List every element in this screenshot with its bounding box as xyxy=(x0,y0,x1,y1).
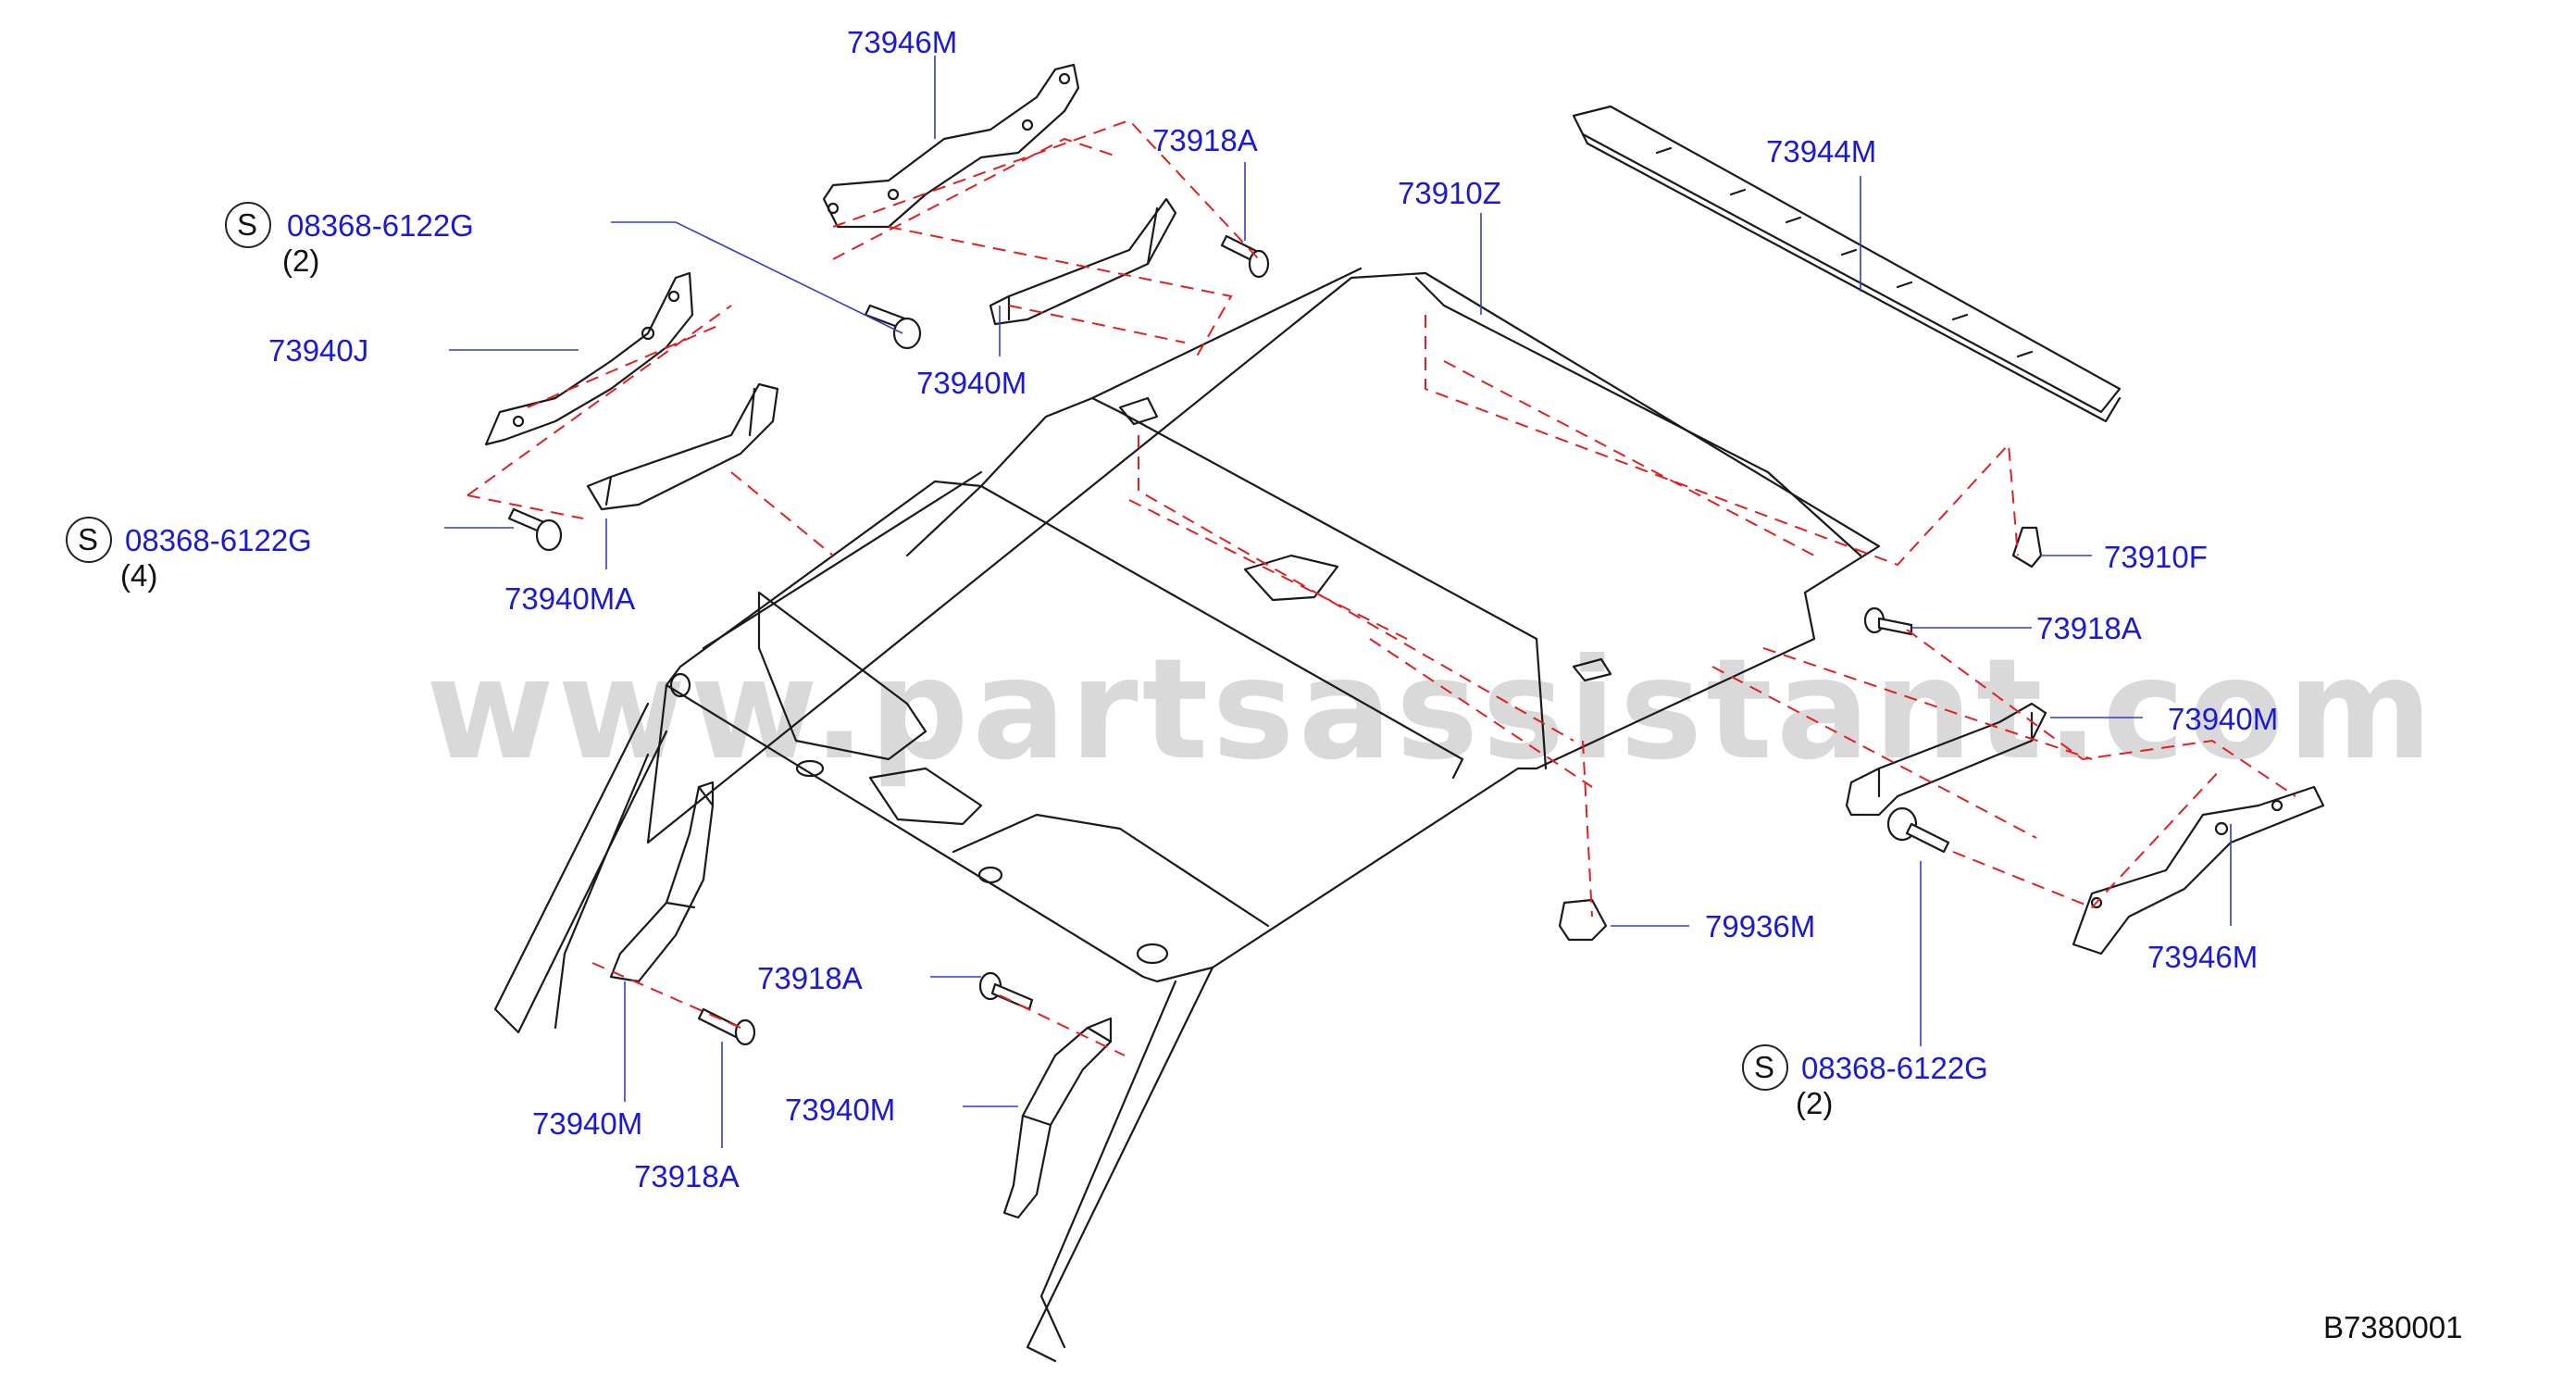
label-73946M-top[interactable]: 73946M xyxy=(847,25,957,59)
label-08368-right[interactable]: 08368-6122G xyxy=(1801,1051,1988,1085)
part-labels: 73946M 73918A 08368-6122G (2) 73940J 739… xyxy=(120,25,2278,1193)
headliner-panel[interactable] xyxy=(646,267,1881,983)
leader-lines xyxy=(444,56,2232,1148)
screw-73918A-bottom-left[interactable] xyxy=(697,1007,756,1046)
bracket-73946M-right[interactable] xyxy=(2072,785,2325,956)
standard-part-mark-top: S xyxy=(225,202,271,248)
label-73944M[interactable]: 73944M xyxy=(1766,134,1876,169)
label-73918A-bottom-left[interactable]: 73918A xyxy=(634,1159,740,1193)
label-08368-top-qty: (2) xyxy=(282,244,319,278)
label-08368-left[interactable]: 08368-6122G xyxy=(125,523,312,557)
label-73918A-bottom[interactable]: 73918A xyxy=(757,961,863,995)
svg-text:S: S xyxy=(237,207,257,242)
label-73918A-top[interactable]: 73918A xyxy=(1152,123,1258,157)
label-08368-top[interactable]: 08368-6122G xyxy=(287,208,474,243)
label-73940M-right[interactable]: 73940M xyxy=(2168,702,2278,736)
assist-grip-73940M-right[interactable] xyxy=(1845,702,2047,817)
bolt-08368-left[interactable] xyxy=(507,507,563,552)
standard-part-mark-left: S xyxy=(66,517,112,563)
label-73918A-right[interactable]: 73918A xyxy=(2036,611,2142,645)
screw-73918A-right[interactable] xyxy=(1863,606,1913,636)
label-08368-left-qty: (4) xyxy=(120,558,157,593)
label-73946M-right[interactable]: 73946M xyxy=(2147,940,2258,974)
clip-79936M[interactable] xyxy=(1558,898,1608,942)
bracket-73940J[interactable] xyxy=(484,271,694,446)
svg-text:S: S xyxy=(78,522,98,556)
label-73940M-top[interactable]: 73940M xyxy=(916,366,1027,400)
screw-73918A-bottom[interactable] xyxy=(978,971,1034,1011)
label-73940M-bottom-left[interactable]: 73940M xyxy=(532,1106,642,1141)
assist-grip-73940MA[interactable] xyxy=(586,382,779,511)
watermark-text: www.partsassistant.com xyxy=(426,630,2436,791)
label-73910F[interactable]: 73910F xyxy=(2104,540,2208,574)
bolt-73918A-top[interactable] xyxy=(1220,234,1270,279)
label-73940J[interactable]: 73940J xyxy=(268,333,368,368)
molding-strip-73944M[interactable] xyxy=(1572,105,2122,423)
label-73910Z[interactable]: 73910Z xyxy=(1398,176,1501,210)
diagram-code: B7380001 xyxy=(2323,1310,2462,1344)
bolt-08368-top[interactable] xyxy=(864,304,922,350)
assist-grip-73940M-bottom-left[interactable] xyxy=(609,781,715,983)
label-79936M[interactable]: 79936M xyxy=(1705,909,1815,943)
label-08368-right-qty: (2) xyxy=(1796,1086,1833,1120)
assist-grip-73940M-top[interactable] xyxy=(989,197,1177,326)
svg-text:S: S xyxy=(1754,1050,1774,1084)
a-pillar-left xyxy=(493,702,668,1034)
bolt-08368-right[interactable] xyxy=(1886,806,1950,854)
label-73940M-bottom-mid[interactable]: 73940M xyxy=(785,1093,895,1127)
bracket-73946M-top[interactable] xyxy=(822,63,1080,229)
assist-grip-73940M-bottom-mid[interactable] xyxy=(1002,1017,1113,1219)
assembly-guide-lines xyxy=(467,119,2296,1056)
a-pillar-right xyxy=(1026,966,1214,1363)
clip-73910F[interactable] xyxy=(2011,526,2043,568)
label-73940MA[interactable]: 73940MA xyxy=(504,581,635,616)
standard-part-mark-right: S xyxy=(1742,1044,1788,1091)
